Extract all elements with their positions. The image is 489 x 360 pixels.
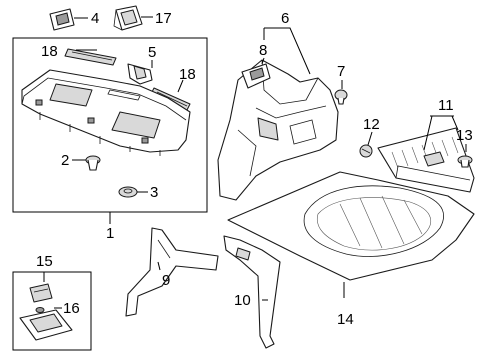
leader-lines bbox=[43, 16, 467, 309]
callout-8: 8 bbox=[259, 42, 267, 59]
sill-trim-part-11 bbox=[377, 127, 475, 193]
trunk-floor-mat-part-14 bbox=[227, 171, 475, 281]
fastener-part-7 bbox=[334, 89, 348, 105]
push-clip-part-2 bbox=[85, 155, 101, 171]
trunk-side-trim-part-6 bbox=[217, 59, 339, 201]
strip-part-18-left bbox=[64, 48, 117, 66]
handle-part-15 bbox=[29, 283, 53, 303]
callout-13: 13 bbox=[456, 127, 473, 144]
grommet-part-3 bbox=[118, 186, 138, 198]
bracket-part-5 bbox=[127, 63, 153, 85]
cover-part-17 bbox=[113, 5, 143, 31]
clip-part-12 bbox=[359, 144, 373, 158]
callout-9: 9 bbox=[162, 272, 170, 289]
callout-3: 3 bbox=[150, 184, 158, 201]
handle-group-box bbox=[12, 271, 92, 351]
clip-part-13 bbox=[457, 155, 473, 168]
callout-15: 15 bbox=[36, 253, 53, 270]
callout-7: 7 bbox=[337, 63, 345, 80]
callout-17: 17 bbox=[155, 10, 172, 27]
callout-2: 2 bbox=[61, 152, 69, 169]
callout-18-right: 18 bbox=[179, 66, 196, 83]
callout-1: 1 bbox=[106, 225, 114, 242]
lamp-part-8 bbox=[241, 63, 271, 89]
bracket-part-9 bbox=[125, 227, 219, 317]
callout-6: 6 bbox=[281, 10, 289, 27]
callout-16: 16 bbox=[63, 300, 80, 317]
handle-base-part-16 bbox=[19, 307, 73, 341]
bracket-part-10 bbox=[223, 235, 281, 349]
clip-part-4 bbox=[49, 8, 75, 31]
callout-14: 14 bbox=[337, 311, 354, 328]
callout-12: 12 bbox=[363, 116, 380, 133]
callout-labels: 4 17 18 5 18 2 3 1 6 8 7 12 11 13 9 10 1… bbox=[36, 10, 473, 328]
callout-11: 11 bbox=[438, 97, 454, 114]
callout-10: 10 bbox=[234, 292, 251, 309]
callout-5: 5 bbox=[148, 44, 156, 61]
callout-4: 4 bbox=[91, 10, 99, 27]
package-tray bbox=[21, 69, 191, 156]
callout-18-left: 18 bbox=[41, 43, 58, 60]
